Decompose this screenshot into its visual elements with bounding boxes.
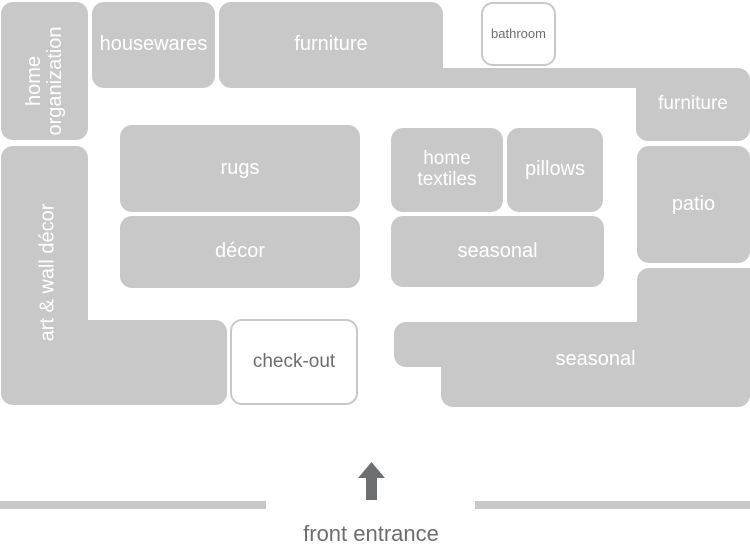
- front-entrance-label: front entrance: [303, 521, 439, 546]
- dept-checkout[interactable]: check-out: [230, 319, 358, 405]
- dept-home-organization[interactable]: [1, 2, 88, 140]
- dept-art-wall-decor-label: art & wall décor: [36, 203, 59, 342]
- dept-furniture-right[interactable]: furniture: [636, 68, 750, 141]
- dept-furniture-right-label: furniture: [658, 93, 728, 115]
- dept-patio[interactable]: patio: [637, 146, 750, 263]
- dept-rugs-label: rugs: [220, 156, 260, 179]
- dept-housewares-label: housewares: [99, 33, 208, 56]
- dept-furniture-top-label: furniture: [294, 33, 368, 56]
- arrow-up-icon: [358, 462, 385, 500]
- dept-pillows-label: pillows: [524, 158, 586, 181]
- dept-seasonal-center-label: seasonal: [457, 239, 538, 262]
- dept-home-textiles-label: home textiles: [417, 148, 477, 190]
- dept-patio-label: patio: [671, 192, 716, 215]
- dept-decor[interactable]: décor: [120, 216, 360, 288]
- front-wall-left: [0, 501, 266, 509]
- art-wall-decor-join: [60, 320, 100, 405]
- dept-home-textiles[interactable]: home textiles: [391, 128, 503, 212]
- dept-home-organization-label: home organization: [23, 26, 66, 136]
- dept-seasonal-center[interactable]: seasonal: [391, 216, 604, 287]
- dept-pillows[interactable]: pillows: [507, 128, 603, 212]
- dept-seasonal-bottom-label: seasonal: [555, 347, 636, 370]
- front-wall-right: [475, 501, 750, 509]
- dept-rugs[interactable]: rugs: [120, 125, 360, 212]
- dept-bathroom-label: bathroom: [491, 25, 546, 41]
- furniture-connector-bar: [430, 68, 650, 88]
- dept-checkout-label: check-out: [252, 350, 336, 372]
- dept-housewares[interactable]: housewares: [92, 2, 215, 88]
- dept-furniture-top[interactable]: furniture: [219, 2, 443, 88]
- dept-seasonal-bottom[interactable]: seasonal: [441, 322, 750, 407]
- dept-bathroom[interactable]: bathroom: [481, 2, 556, 66]
- dept-decor-label: décor: [214, 240, 266, 263]
